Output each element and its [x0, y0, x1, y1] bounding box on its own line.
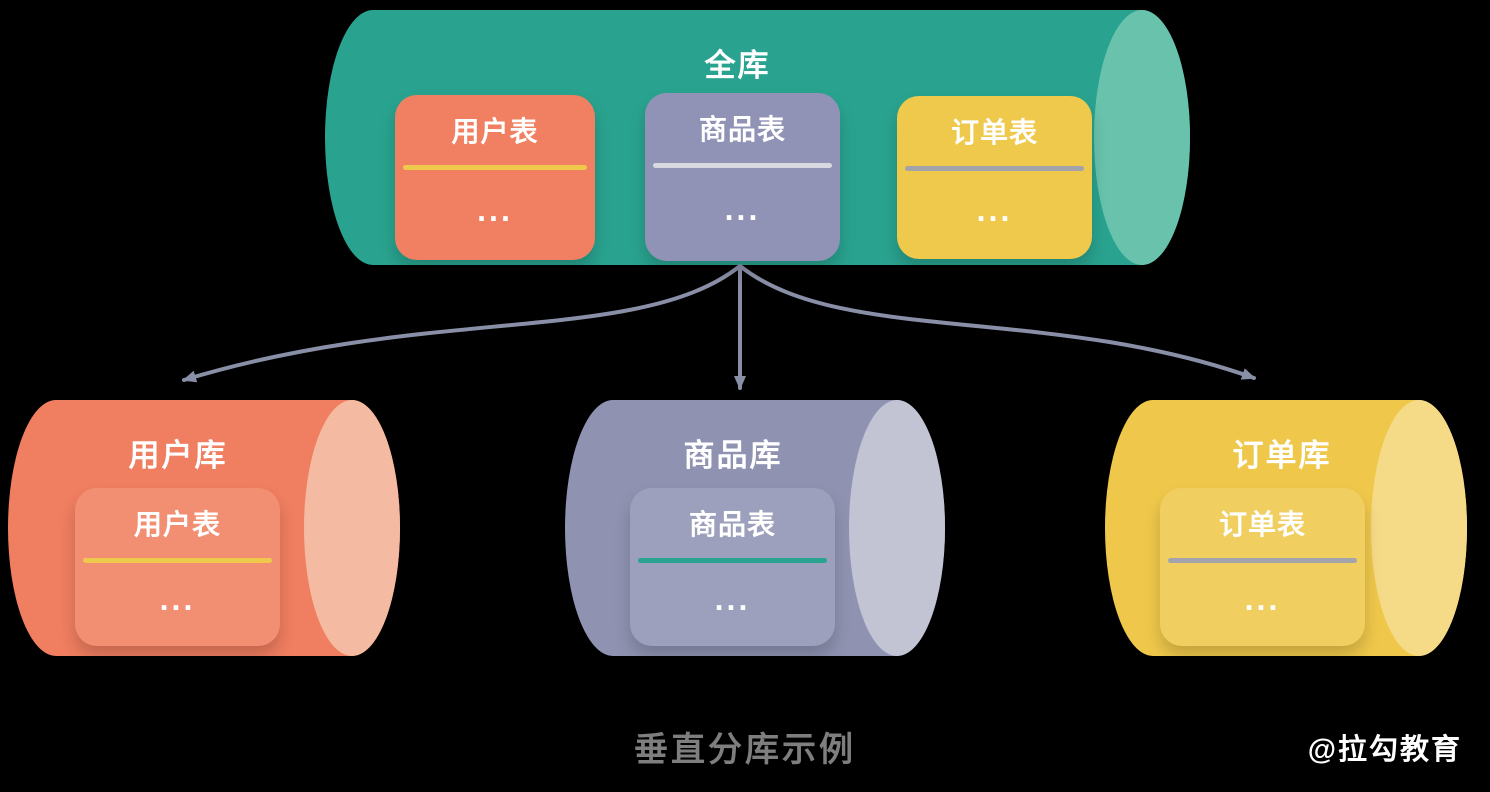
full-db-title: 全库 — [704, 48, 771, 83]
table-divider — [403, 165, 587, 170]
table-name: 商品表 — [688, 509, 776, 540]
user-db-title: 用户库 — [128, 438, 228, 473]
table-divider — [83, 558, 272, 563]
table-rows-ellipsis: ... — [159, 581, 196, 617]
cylinder-cap — [304, 400, 400, 656]
table-rows-ellipsis: ... — [976, 191, 1013, 228]
cylinder-full-db: 全库 用户表 ... 商品表 ... 订单表 ... — [325, 10, 1190, 265]
cylinder-cap — [849, 400, 945, 656]
table-rows-ellipsis: ... — [1244, 581, 1281, 617]
table-user-in-user-db: 用户表 ... — [75, 488, 280, 646]
table-divider — [905, 166, 1084, 171]
table-divider — [1168, 558, 1357, 563]
table-order-in-order-db: 订单表 ... — [1160, 488, 1365, 646]
cylinder-order-db: 订单库 订单表 ... — [1105, 400, 1467, 656]
table-name: 订单表 — [1218, 509, 1306, 540]
arrow-full-to-order-db — [738, 264, 1256, 380]
table-name: 商品表 — [698, 114, 786, 145]
table-name: 订单表 — [950, 117, 1038, 148]
table-rows-ellipsis: ... — [477, 191, 513, 228]
cylinder-cap — [1094, 10, 1190, 265]
table-product-in-product-db: 商品表 ... — [630, 488, 835, 646]
product-db-title: 商品库 — [683, 438, 783, 473]
table-name: 用户表 — [451, 116, 539, 147]
table-product-in-full-db: 商品表 ... — [645, 93, 840, 261]
table-rows-ellipsis: ... — [724, 191, 761, 227]
table-order-in-full-db: 订单表 ... — [897, 96, 1092, 259]
table-divider — [653, 163, 832, 168]
table-name: 用户表 — [133, 509, 221, 540]
table-user-in-full-db: 用户表 ... — [395, 95, 595, 260]
arrow-full-to-user-db — [182, 264, 742, 383]
order-db-title: 订单库 — [1232, 438, 1332, 473]
cylinder-product-db: 商品库 商品表 ... — [565, 400, 945, 656]
diagram-caption: 垂直分库示例 — [634, 731, 856, 769]
brand-watermark: @拉勾教育 — [1307, 734, 1462, 766]
table-divider — [638, 558, 827, 563]
cylinder-cap — [1371, 400, 1467, 656]
cylinder-user-db: 用户库 用户表 ... — [8, 400, 400, 656]
table-rows-ellipsis: ... — [714, 581, 751, 617]
